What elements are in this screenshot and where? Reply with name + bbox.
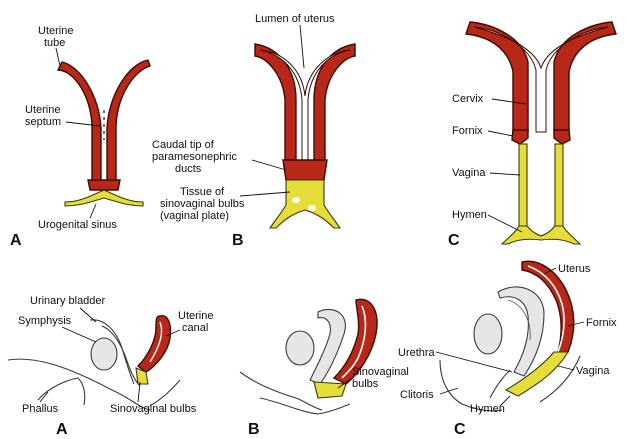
bottom-panel-c: Uterus Fornix Urethra Vagina Clitoris Hy… xyxy=(398,261,617,438)
caudal-tip-label-3: ducts xyxy=(175,163,202,175)
bottom-panel-a: Urinary bladder Symphysis Uterine canal … xyxy=(8,295,213,438)
clitoris-label: Clitoris xyxy=(400,389,434,401)
urogenital-sinus-leader xyxy=(90,204,96,218)
panel-letter-top-b: B xyxy=(232,232,244,249)
sinovaginal-tissue-label-3: (vaginal plate) xyxy=(160,210,229,222)
top-panel-c: Cervix Fornix Vagina Hymen C xyxy=(448,22,616,249)
uterine-tube-left xyxy=(58,62,101,182)
panel-letter-top-a: A xyxy=(10,232,22,249)
symphysis-leader xyxy=(62,327,96,342)
vaginal-plate xyxy=(270,180,340,228)
caudal-tip xyxy=(283,160,327,180)
phallus-outline xyxy=(38,378,85,405)
urethra-label: Urethra xyxy=(398,347,436,359)
hymen-label: Hymen xyxy=(452,209,487,221)
phallus-label: Phallus xyxy=(22,403,59,415)
uterine-septum-label: Uterine xyxy=(25,104,60,116)
sinovaginal-tissue-label-2: sinovaginal bulbs xyxy=(160,198,245,210)
uterine-tube-label-2: tube xyxy=(44,37,65,49)
uterine-tube-right xyxy=(107,60,150,182)
hymen-label: Hymen xyxy=(470,403,505,415)
uterine-canal xyxy=(138,316,171,372)
uterus-wall-left xyxy=(466,22,528,132)
caudal-tip-leader xyxy=(252,160,286,170)
uterine-canal-label-2: canal xyxy=(182,322,208,334)
fornix-right xyxy=(554,130,570,144)
sinovaginal-bulbs xyxy=(314,382,346,398)
panel-letter-bottom-b: B xyxy=(248,421,260,438)
hymen-leader xyxy=(500,396,510,406)
hymen-leader xyxy=(488,215,522,232)
panel-letter-top-c: C xyxy=(448,232,460,249)
vagina xyxy=(506,352,568,396)
uterine-tube-leader xyxy=(56,48,60,66)
lower-outline xyxy=(260,398,350,414)
sinovaginal-tissue-leader xyxy=(240,192,290,196)
bladder xyxy=(498,287,544,376)
urogenital-sinus xyxy=(65,190,143,206)
urethra-leader xyxy=(436,352,512,372)
symphysis-label: Symphysis xyxy=(18,315,72,327)
bottom-panel-b: Sinovaginal bulbs B xyxy=(240,299,409,438)
fornix-label: Fornix xyxy=(586,317,617,329)
uterine-septum xyxy=(88,180,120,190)
sinovaginal-bulbs-label: Sinovaginal bulbs xyxy=(110,403,197,415)
top-panel-b: Lumen of uterus Caudal tip of paramesone… xyxy=(152,13,355,249)
sinovaginal-bulbs-label: Sinovaginal xyxy=(352,366,409,378)
sinovaginal-tissue-label: Tissue of xyxy=(180,186,225,198)
uterus-wall-left xyxy=(255,44,296,160)
panel-letter-bottom-c: C xyxy=(454,421,466,438)
lumen-label: Lumen of uterus xyxy=(255,13,335,25)
symphysis-bone xyxy=(91,338,117,370)
caudal-tip-label-2: paramesonephric xyxy=(152,151,237,163)
vagina-leader xyxy=(558,366,574,370)
vagina-label: Vagina xyxy=(576,365,610,377)
uterine-canal-label: Uterine xyxy=(178,310,213,322)
plate-cavity xyxy=(292,197,300,203)
uterus-wall-right xyxy=(554,22,616,132)
caudal-tip-label: Caudal tip of xyxy=(152,139,215,151)
urinary-bladder-leader xyxy=(80,308,96,322)
vaginal-wall-left xyxy=(519,144,527,228)
vagina-label: Vagina xyxy=(452,167,486,179)
top-panel-a: Uterine tube Uterine septum Urogenital s… xyxy=(10,25,150,249)
fornix-label: Fornix xyxy=(452,125,483,137)
urinary-bladder-label: Urinary bladder xyxy=(30,295,106,307)
fornix-left xyxy=(512,130,528,144)
uterus-wall-right xyxy=(314,44,355,160)
plate-cavity xyxy=(308,205,316,211)
panel-letter-bottom-a: A xyxy=(56,421,68,438)
uterus-label: Uterus xyxy=(558,263,591,275)
urogenital-sinus-label: Urogenital sinus xyxy=(38,219,117,231)
clitoris-leader xyxy=(440,388,458,394)
urethra-outline xyxy=(490,370,510,398)
vaginal-wall-right xyxy=(555,144,563,228)
fornix-leader xyxy=(488,131,513,136)
lumen-leader xyxy=(300,25,304,68)
uterine-septum-label-2: septum xyxy=(25,116,61,128)
sinovaginal-bulbs-label-2: bulbs xyxy=(352,378,379,390)
symphysis-bone xyxy=(474,314,502,354)
hymen xyxy=(502,226,580,244)
symphysis-bone xyxy=(286,331,314,365)
vagina-leader xyxy=(490,173,520,175)
cervix-label: Cervix xyxy=(452,93,484,105)
uterine-tube-label: Uterine xyxy=(38,25,73,37)
